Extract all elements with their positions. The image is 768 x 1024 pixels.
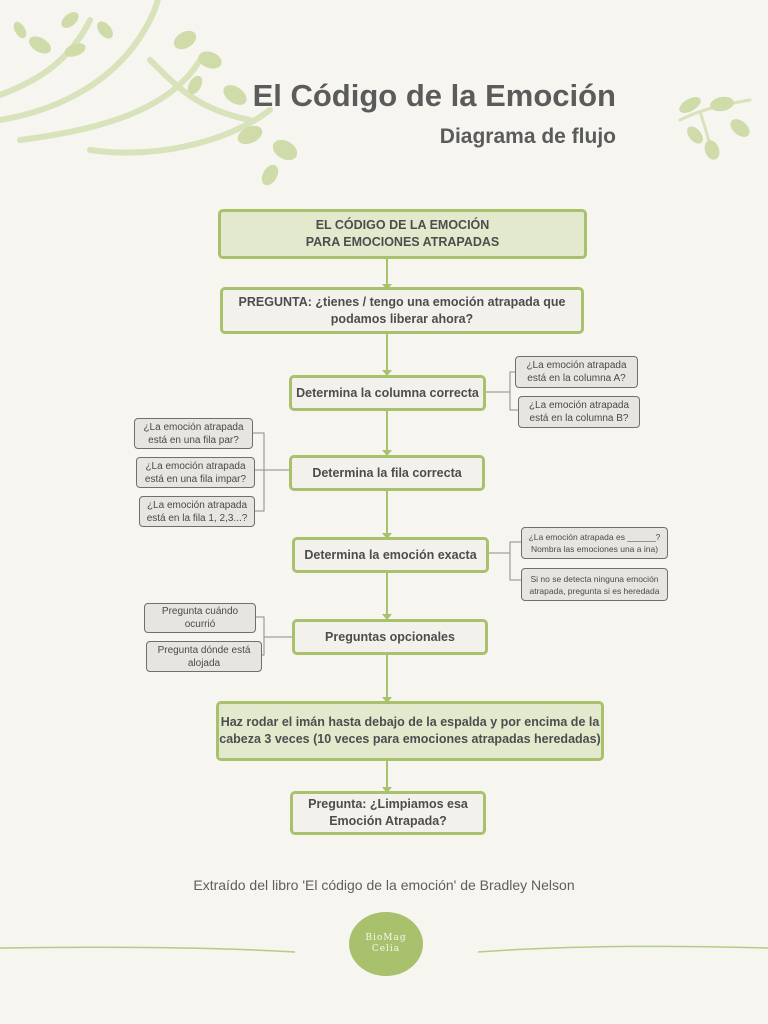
logo-line-1: BioMag bbox=[365, 933, 407, 943]
note-when: Pregunta cuándo ocurrió bbox=[144, 603, 256, 633]
note-column-a: ¿La emoción atrapada está en la columna … bbox=[515, 356, 638, 388]
brand-logo: BioMag Celia bbox=[349, 912, 423, 976]
note-row-even: ¿La emoción atrapada está en una fila pa… bbox=[134, 418, 253, 449]
note-column-b: ¿La emoción atrapada está en la columna … bbox=[518, 396, 640, 428]
note-connectors bbox=[253, 371, 521, 656]
page-subtitle: Diagrama de flujo bbox=[439, 125, 616, 148]
footer-credit: Extraído del libro 'El código de la emoc… bbox=[193, 877, 575, 893]
note-row-odd: ¿La emoción atrapada está en una fila im… bbox=[136, 457, 255, 488]
note-where: Pregunta dónde está alojada bbox=[146, 641, 262, 672]
leaf-cluster-right bbox=[679, 96, 750, 160]
flow-final-box: Pregunta: ¿Limpiamos esa Emoción Atrapad… bbox=[290, 791, 486, 835]
note-inherited: Si no se detecta ninguna emoción atrapad… bbox=[521, 568, 668, 601]
flow-column-box: Determina la columna correcta bbox=[289, 375, 486, 411]
logo-line-2: Celia bbox=[371, 944, 401, 954]
flow-optional-box: Preguntas opcionales bbox=[292, 619, 488, 655]
flow-emotion-box: Determina la emoción exacta bbox=[292, 537, 489, 573]
flow-start-box: EL CÓDIGO DE LA EMOCIÓN PARA EMOCIONES A… bbox=[218, 209, 587, 259]
note-row-number: ¿La emoción atrapada está en la fila 1, … bbox=[139, 496, 255, 527]
flow-question-box: PREGUNTA: ¿tienes / tengo una emoción at… bbox=[220, 287, 584, 334]
flow-row-box: Determina la fila correcta bbox=[289, 455, 485, 491]
note-emotion-name: ¿La emoción atrapada es ______? Nombra l… bbox=[521, 527, 668, 559]
flow-magnet-box: Haz rodar el imán hasta debajo de la esp… bbox=[216, 701, 604, 761]
page-title: El Código de la Emoción bbox=[252, 78, 616, 113]
